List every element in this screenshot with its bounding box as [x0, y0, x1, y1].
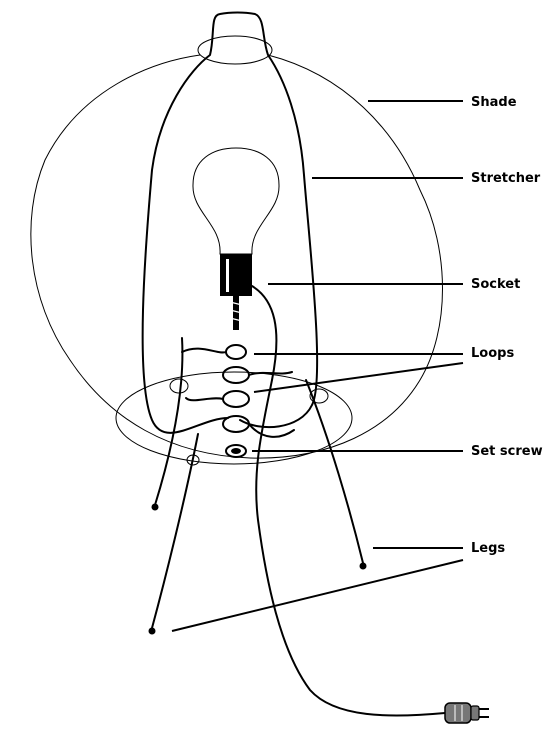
shade: [31, 36, 443, 458]
set-screw: [226, 445, 246, 457]
legs: [149, 338, 367, 635]
leg: [152, 434, 198, 628]
loops-label: Loops: [471, 346, 514, 361]
loop: [223, 391, 249, 407]
set-screw-label: Set screw: [471, 444, 543, 459]
stretcher-label: Stretcher: [471, 171, 541, 186]
leg: [306, 380, 363, 563]
leg-tip: [149, 628, 156, 635]
base-hole: [170, 379, 188, 393]
shade-label: Shade: [471, 95, 517, 110]
plug: [445, 703, 489, 723]
legs-leader-bottom: [172, 560, 463, 631]
power-cord: [252, 286, 489, 723]
light-bulb: [193, 148, 279, 254]
loops-leader-bottom: [254, 363, 463, 392]
loops: [182, 345, 294, 437]
loop: [223, 367, 249, 383]
stretcher: [143, 13, 318, 433]
leg: [155, 338, 182, 505]
loop: [223, 416, 249, 432]
leg-tip: [152, 504, 159, 511]
leg-tip: [360, 563, 367, 570]
socket-label: Socket: [471, 277, 520, 292]
legs-label: Legs: [471, 541, 505, 556]
loop: [226, 345, 246, 359]
socket: [220, 254, 252, 330]
